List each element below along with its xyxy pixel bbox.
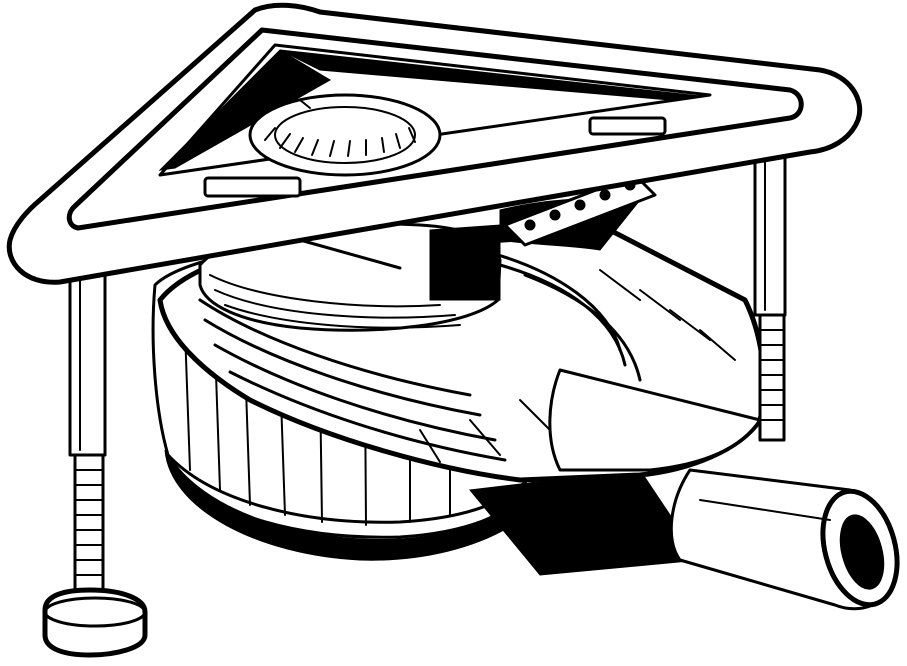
right-leg [753, 148, 787, 442]
triangular-frame [6, 2, 863, 285]
outlet-pipe [469, 468, 900, 611]
left-leg [42, 268, 148, 658]
